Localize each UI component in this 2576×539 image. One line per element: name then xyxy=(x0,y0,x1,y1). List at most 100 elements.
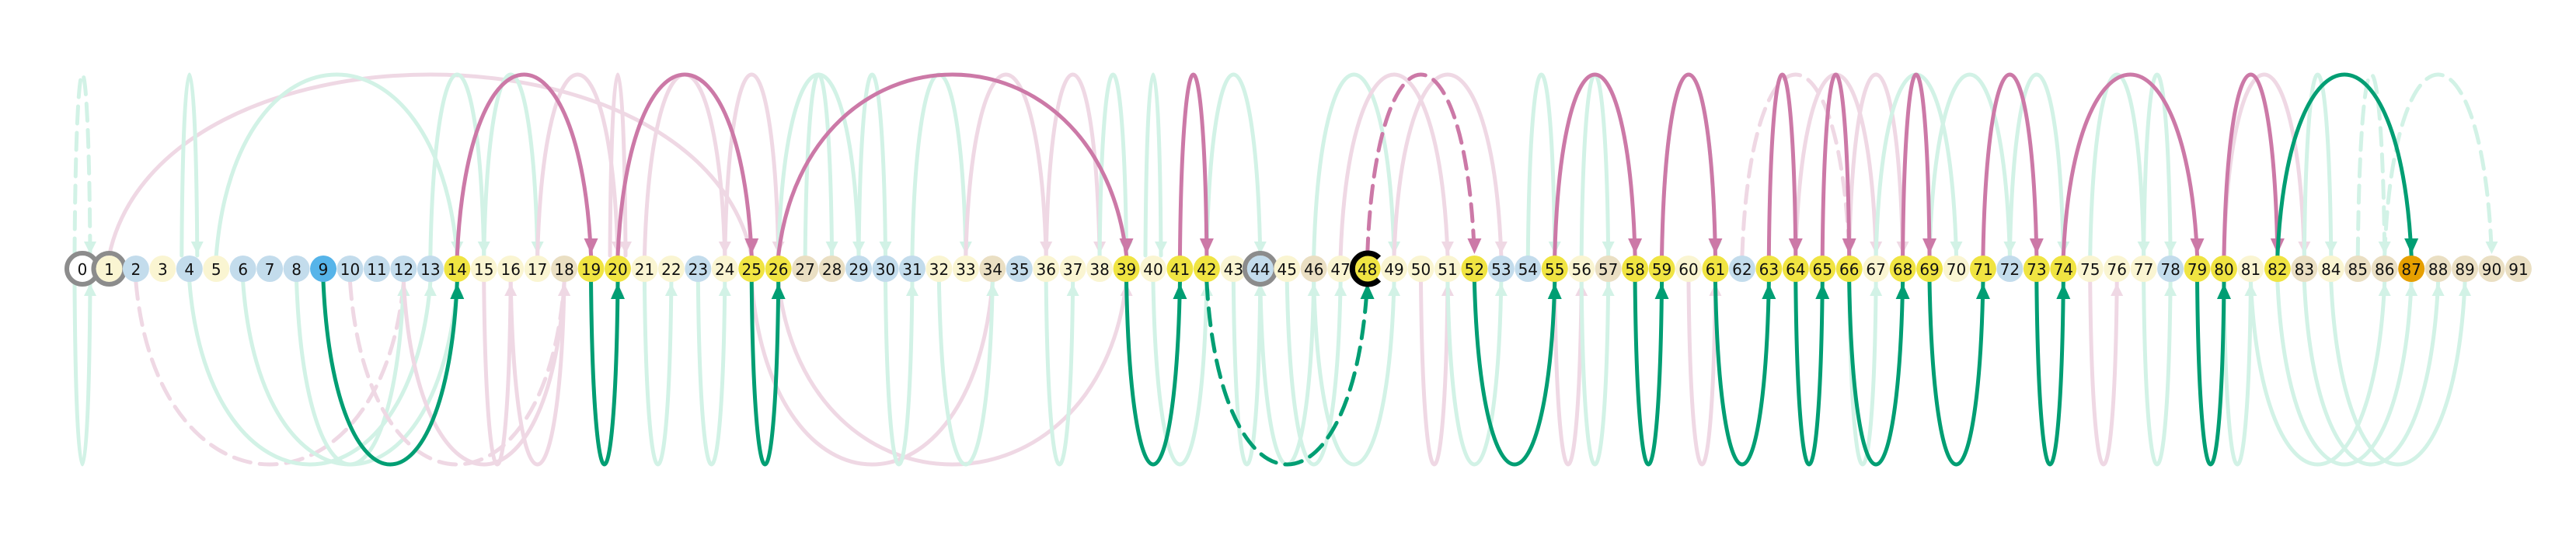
edge-arrowhead xyxy=(2404,238,2419,254)
edge-arc xyxy=(187,280,433,467)
faint-edge-16-18 xyxy=(508,280,571,467)
edge-arc xyxy=(2142,72,2173,258)
node-label: 4 xyxy=(184,260,194,279)
faint-edge-4-13 xyxy=(187,280,437,467)
node-label: 66 xyxy=(1839,260,1859,279)
faint-edge-29-30 xyxy=(856,72,892,258)
edge-arrowhead xyxy=(1922,238,1937,254)
edge-arc xyxy=(348,280,566,467)
edge-arrowhead xyxy=(2324,242,2337,254)
edge-arc xyxy=(72,280,92,467)
edge-arrowhead xyxy=(2164,242,2177,254)
faint-edge-81-86 xyxy=(2248,280,2391,467)
node-label: 22 xyxy=(661,260,681,279)
node-label: 2 xyxy=(131,260,141,279)
node-21: 21 xyxy=(631,256,658,282)
node-circle xyxy=(1755,256,1783,282)
edge-arc xyxy=(642,280,674,467)
node-1: 1 xyxy=(91,251,127,287)
edge-arc xyxy=(455,72,594,258)
node-label: 30 xyxy=(876,260,895,279)
node-label: 83 xyxy=(2295,260,2314,279)
node-label: 77 xyxy=(2134,260,2153,279)
node-label: 29 xyxy=(849,260,868,279)
edge-arc xyxy=(2195,280,2226,467)
node-circle xyxy=(1006,256,1033,282)
node-label: 41 xyxy=(1170,260,1190,279)
edge-arc xyxy=(2302,280,2441,467)
node-65: 65 xyxy=(1809,256,1836,282)
node-label: 43 xyxy=(1224,260,1243,279)
faint-edge-5-14 xyxy=(214,72,464,258)
edge-58-59 xyxy=(1633,280,1669,467)
node-label: 42 xyxy=(1197,260,1216,279)
edge-arrowhead xyxy=(619,242,632,254)
node-25: 25 xyxy=(738,256,765,282)
faint-edge-46-49 xyxy=(1312,72,1401,258)
node-29: 29 xyxy=(845,256,873,282)
edge-arc xyxy=(1312,280,1396,467)
edge-arc xyxy=(2088,280,2119,467)
node-circle xyxy=(2211,256,2237,282)
edge-arc xyxy=(1525,72,1557,258)
faint-edge-83-84 xyxy=(2302,72,2337,258)
edge-arrowhead xyxy=(611,283,625,299)
node-27: 27 xyxy=(792,256,819,282)
node-61: 61 xyxy=(1702,256,1729,282)
node-label: 44 xyxy=(1250,260,1270,279)
node-label: 31 xyxy=(902,260,922,279)
node-88: 88 xyxy=(2424,256,2452,282)
node-circle xyxy=(524,256,551,282)
edge-arc xyxy=(428,72,486,258)
node-label: 71 xyxy=(1973,260,1992,279)
node-label: 58 xyxy=(1625,260,1644,279)
edge-arc xyxy=(1927,280,1985,467)
node-24: 24 xyxy=(711,256,738,282)
edge-arrowhead xyxy=(1842,238,1856,254)
edge-arc xyxy=(401,280,566,467)
node-label: 10 xyxy=(340,260,360,279)
edge-arrowhead xyxy=(2459,283,2472,296)
faint-edge-56-57 xyxy=(1579,72,1615,258)
node-64: 64 xyxy=(1782,256,1809,282)
edge-arrowhead xyxy=(1602,242,1615,254)
node-42: 42 xyxy=(1193,256,1220,282)
faint-edge-15-17 xyxy=(482,72,544,258)
edge-arrowhead xyxy=(2485,242,2498,254)
node-circle xyxy=(1274,256,1301,282)
node-label: 8 xyxy=(291,260,302,279)
node-circle xyxy=(1728,256,1755,282)
edge-arc xyxy=(1553,280,1584,467)
edge-arrowhead xyxy=(1815,283,1830,299)
node-label: 80 xyxy=(2214,260,2233,279)
node-13: 13 xyxy=(417,256,444,282)
edge-arrowhead xyxy=(1950,242,1963,254)
edge-arc xyxy=(1847,72,1905,258)
node-23: 23 xyxy=(685,256,712,282)
node-circle xyxy=(176,256,203,282)
node-circle xyxy=(1434,256,1461,282)
node-circle xyxy=(1595,256,1622,282)
edge-arrowhead xyxy=(2190,238,2205,254)
node-label: 15 xyxy=(474,260,493,279)
node-label: 33 xyxy=(956,260,975,279)
faint-edge-21-22 xyxy=(642,280,678,467)
node-82: 82 xyxy=(2264,256,2291,282)
node-48: 48 xyxy=(1349,250,1382,287)
node-circle xyxy=(551,256,578,282)
node-circle xyxy=(631,256,658,282)
edge-arc xyxy=(2061,72,2200,258)
edge-64-65 xyxy=(1793,280,1830,467)
faint-edge-38-39 xyxy=(1097,72,1133,258)
edge-arc xyxy=(1793,280,1825,467)
node-circle xyxy=(1300,256,1327,282)
edge-arc xyxy=(295,280,406,467)
faint-edge-40-42 xyxy=(1151,280,1213,467)
edge-arc xyxy=(214,72,459,258)
node-circle xyxy=(2023,256,2050,282)
node-label: 53 xyxy=(1491,260,1511,279)
node-circle xyxy=(444,256,471,282)
node-28: 28 xyxy=(818,256,845,282)
edge-arrowhead xyxy=(84,283,96,296)
